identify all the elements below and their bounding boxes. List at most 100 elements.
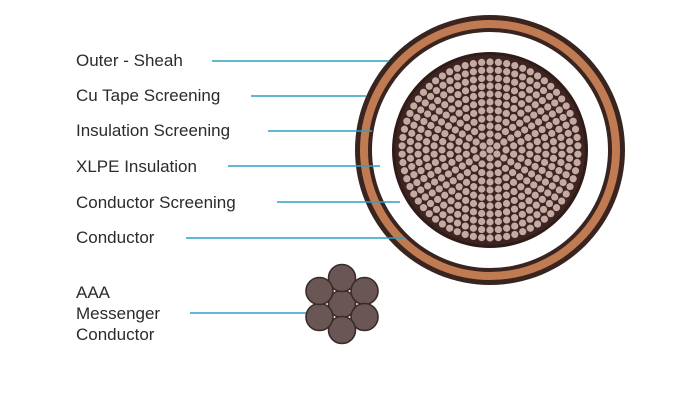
- conductor-strand: [486, 202, 494, 210]
- conductor-strand: [448, 134, 456, 142]
- conductor-strand: [533, 220, 542, 228]
- conductor-strand: [417, 186, 425, 194]
- conductor-strand: [573, 133, 581, 142]
- conductor-strand: [541, 158, 549, 167]
- conductor-strand: [414, 142, 422, 150]
- conductor-strand: [446, 206, 455, 214]
- conductor-strand: [419, 88, 428, 96]
- conductor-strand: [555, 167, 563, 175]
- conductor-strand: [510, 150, 518, 158]
- conductor-strand: [511, 70, 519, 78]
- conductor-strand: [511, 230, 519, 239]
- conductor-strand: [479, 150, 487, 158]
- conductor-strand: [539, 86, 548, 95]
- conductor-strand: [494, 107, 502, 115]
- conductor-strand: [461, 78, 469, 86]
- conductor-strand: [422, 138, 431, 146]
- conductor-strand: [552, 174, 560, 183]
- conductor-strand: [406, 182, 414, 191]
- conductor-strand: [478, 177, 486, 185]
- conductor-strand: [400, 125, 409, 133]
- conductor-strand: [486, 74, 494, 82]
- conductor-strand: [399, 133, 407, 142]
- conductor-strand: [415, 158, 423, 167]
- conductor-strand: [557, 158, 565, 167]
- conductor-strand: [502, 199, 511, 208]
- conductor-strand: [478, 209, 486, 218]
- label-messenger-line-2: Messenger: [76, 304, 160, 323]
- conductor-strand: [548, 182, 556, 190]
- conductor-strand: [569, 117, 577, 125]
- conductor-strand: [427, 170, 435, 179]
- conductor-strand: [428, 189, 436, 197]
- conductor-strand: [486, 146, 494, 154]
- label-outer-sheath: Outer - Sheah: [76, 51, 183, 70]
- conductor-strand: [494, 91, 502, 99]
- conductor-strand: [424, 129, 432, 138]
- conductor-strand: [500, 138, 508, 146]
- conductor-strand: [518, 82, 526, 90]
- conductor-strand: [455, 154, 463, 162]
- conductor-strand: [494, 99, 502, 107]
- conductor-strand: [438, 220, 447, 228]
- conductor-strand: [494, 168, 502, 177]
- conductor-strand: [531, 129, 539, 138]
- conductor-strand: [494, 193, 502, 201]
- conductor-strand: [545, 170, 553, 179]
- conductor-strand: [461, 61, 469, 70]
- conductor-strand: [441, 191, 449, 199]
- conductor-strand: [503, 216, 511, 224]
- conductor-strand: [478, 132, 486, 140]
- messenger-strand: [350, 276, 379, 306]
- aaa-messenger-conductor: [305, 263, 379, 345]
- conductor-strand: [470, 174, 478, 182]
- conductor-strand: [501, 164, 510, 172]
- conductor-strand: [422, 146, 430, 154]
- conductor-strand: [538, 195, 546, 204]
- conductor-strand: [571, 167, 580, 175]
- conductor-strand: [463, 169, 471, 177]
- messenger-strand: [305, 302, 334, 332]
- conductor-strand: [532, 91, 540, 99]
- conductor-strand: [524, 158, 532, 166]
- conductor-strand: [406, 109, 414, 118]
- conductor-strand: [523, 115, 531, 123]
- label-conductor: Conductor: [76, 228, 155, 247]
- conductor-strand: [548, 110, 556, 118]
- conductor-strand: [509, 123, 517, 131]
- conductor-strand: [414, 150, 422, 158]
- conductor-strand: [486, 154, 494, 162]
- conductor-strand: [478, 74, 486, 83]
- conductor-strand: [514, 162, 522, 170]
- conductor-strand: [462, 95, 470, 104]
- conductor-strand: [417, 167, 425, 175]
- conductor-strand: [414, 95, 422, 103]
- conductor-strand: [507, 134, 515, 142]
- conductor-strand: [431, 158, 439, 167]
- conductor-strand: [524, 134, 532, 142]
- conductor-strand: [502, 118, 510, 126]
- conductor-strand: [444, 122, 453, 130]
- conductor-strand: [507, 158, 515, 166]
- conductor-strand: [486, 58, 494, 66]
- conductor-strand: [437, 118, 446, 126]
- conductor-strand: [566, 146, 574, 154]
- conductor-strand: [447, 197, 455, 205]
- conductor-strand: [557, 133, 565, 142]
- conductor-strand: [458, 162, 466, 170]
- conductor-strand: [519, 64, 527, 72]
- conductor-strand: [432, 86, 441, 95]
- conductor-strand: [502, 174, 510, 182]
- conductor-strand: [510, 95, 518, 104]
- conductor-strand: [533, 211, 541, 219]
- conductor-strand: [562, 102, 570, 110]
- conductor-strand: [501, 128, 510, 136]
- conductor-strand: [486, 170, 494, 178]
- label-cu-tape-screening: Cu Tape Screening: [76, 86, 220, 105]
- conductor-strand: [469, 76, 477, 84]
- conductor-strand: [494, 58, 502, 66]
- conductor-strand: [494, 177, 502, 185]
- conductor-strand: [470, 182, 478, 191]
